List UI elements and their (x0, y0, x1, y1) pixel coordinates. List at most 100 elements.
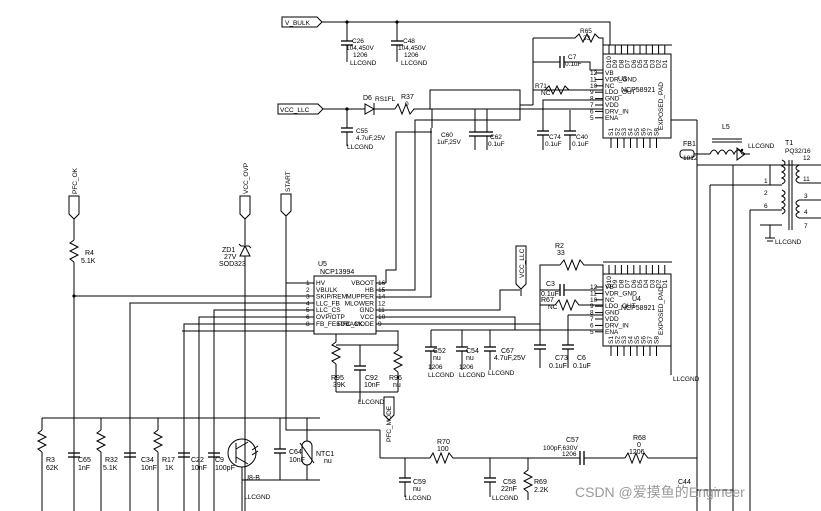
u5-right-pin-name: MUPPER (346, 294, 374, 301)
u3-pin-num: 10 (590, 83, 598, 90)
ntc1-ref: NTC1 (316, 451, 334, 458)
u5-left-pin-name: SKIP/REM (316, 294, 347, 301)
u4-bottom-pin: S1 (608, 336, 615, 344)
u3-pin-name: LDO_OUT (605, 89, 636, 96)
u4-bottom-pin: S5 (634, 336, 641, 344)
u3-pin-num: 9 (590, 89, 594, 96)
c54-ref: C54 (466, 348, 479, 355)
u4-pin-name: LDO_OUT (605, 303, 636, 310)
u3-pin-num: 12 (590, 70, 598, 77)
r65-value: 33 (583, 35, 591, 42)
u4-pin-name: VB (605, 284, 614, 291)
r3-value: 62K (46, 465, 59, 472)
t1-pin-num: 1 (764, 178, 768, 185)
u5-left-pin-name: FB_FEEDBACK (316, 321, 364, 328)
c26-gnd: LLCGND (350, 60, 377, 67)
c58-gnd: LLCGND (492, 495, 519, 502)
r96-value: nu (393, 382, 401, 389)
u5-wiring (129, 95, 603, 511)
u5-left-pin-name: LLC_CS (316, 307, 341, 314)
c7-ref: C7 (568, 54, 577, 61)
r2-value: 33 (557, 250, 565, 257)
t1-value: PQ32/16 (785, 148, 811, 155)
u3-pin-name: VDD (605, 102, 619, 109)
vcc-ovp-flag (238, 195, 252, 511)
vcc-llc-label: VCC_LLC (280, 107, 310, 114)
zd1-value: 27V (224, 254, 237, 261)
r70-value: 100 (437, 446, 449, 453)
c67-ref: C67 (501, 348, 514, 355)
u4-ref: U4 (632, 296, 641, 303)
c40-value: 0.1uF (572, 141, 589, 148)
u4-pin-name: VDR_GND (605, 290, 637, 297)
c52-value: nu (433, 355, 441, 362)
u8-gnd: LLCGND (244, 494, 271, 501)
u5-right-pin-name: GND (360, 307, 375, 314)
c59-gnd: LLCGND (405, 495, 432, 502)
c62-ref: C62 (490, 134, 502, 141)
zd1-ref: ZD1 (222, 247, 235, 254)
c55-gnd: LLCGND (347, 144, 374, 151)
u3-top-pin: D9 (612, 59, 619, 68)
c59-ref: C59 (413, 479, 426, 486)
u4-chip (602, 261, 672, 347)
u5-left-pin-name: VBULK (316, 287, 338, 294)
pfc-ok-label: PFC_OK (72, 167, 79, 194)
u4-bottom-pin: S4 (628, 336, 635, 344)
u3-top-pin: D4 (643, 59, 650, 68)
c48-pkg: 1206 (404, 52, 419, 59)
r71-ref: R71 (535, 83, 547, 90)
fb1-ref: FB1 (683, 141, 696, 148)
zd1-pkg: SOD323 (219, 261, 246, 268)
r67-ref: R67 (541, 297, 554, 304)
c73-ref: C73 (555, 355, 568, 362)
u4-top-pin: D4 (643, 279, 650, 288)
r69-ref: R69 (534, 479, 547, 486)
c74-value: 0.1uF (545, 141, 562, 148)
c65-value: 1nF (78, 465, 90, 472)
bottom-sense-network (379, 430, 733, 500)
u5-right-pin-name: HB (365, 287, 374, 294)
u4-top-pin: D3 (649, 279, 656, 288)
c34-ref: C34 (141, 457, 154, 464)
u3-top-pin: D8 (618, 59, 625, 68)
u5-right-pin-num: 12 (378, 300, 386, 307)
u5-right-pin-name: VBOOT (351, 280, 374, 287)
t1-pin-num: 6 (764, 203, 768, 210)
u5-ref: U5 (318, 261, 327, 268)
t1-ref: T1 (785, 140, 793, 147)
t1-pin-num: 3 (804, 193, 808, 200)
c54-pkg: 1206 (459, 364, 474, 371)
vcc-ovp-label: VCC_OVP (243, 163, 250, 194)
u4-top-pin: D6 (631, 279, 638, 288)
u4-pin-num: 9 (590, 303, 594, 310)
r95-value: 39K (333, 382, 346, 389)
u4-pin-num: 11 (590, 290, 597, 297)
c54-gnd: LLCGND (459, 372, 486, 379)
r67-value: NC (548, 304, 558, 311)
c92-ref: C92 (365, 375, 378, 382)
c22-ref: C22 (191, 457, 204, 464)
pfc-ok-flag (68, 195, 306, 511)
r68-pkg: 1206 (629, 449, 645, 456)
u4-pad: EXPOSED_PAD (658, 287, 665, 335)
decoupling-caps-top (430, 99, 603, 150)
c7-value: 0.1uF (565, 61, 582, 68)
u3-bottom-pin: S2 (615, 128, 622, 136)
c59-value: nu (413, 486, 421, 493)
vcc-caps-u5 (425, 329, 540, 370)
u3-top-pin: D6 (631, 59, 638, 68)
c52-gnd: LLCGND (428, 372, 455, 379)
c3-value: 0.1uF (541, 291, 559, 298)
r4-value: 5.1K (81, 258, 96, 265)
c57-pkg: 1206 (562, 451, 577, 458)
c74-ref: C74 (549, 134, 561, 141)
u4-part: NCP58921 (621, 305, 655, 312)
u4-pin-name: DRV_IN (605, 322, 629, 329)
u3-pin-name: ENA (605, 115, 619, 122)
c60-ref: C60 (441, 132, 453, 139)
u3-pin-num: 8 (590, 96, 594, 103)
